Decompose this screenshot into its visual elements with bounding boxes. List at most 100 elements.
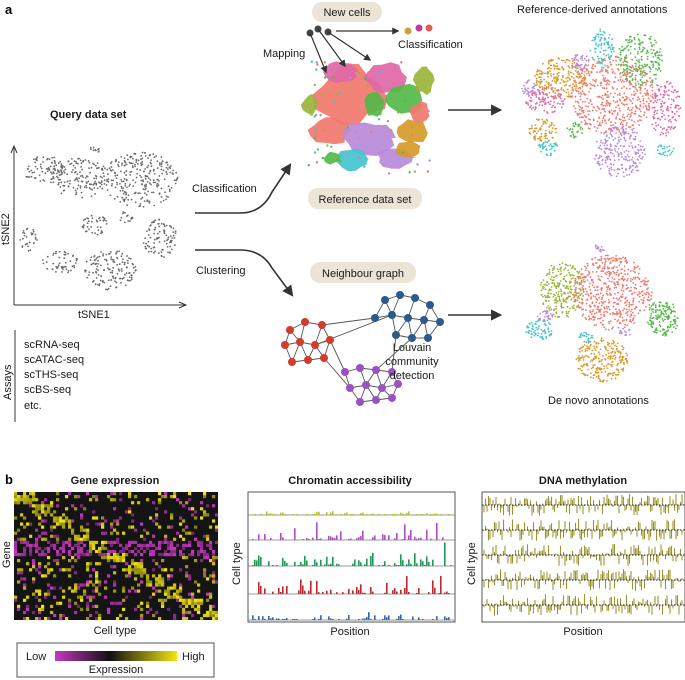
- query-cell-point: [50, 178, 53, 181]
- denovo-cell-point: [548, 296, 551, 299]
- denovo-cell-point: [598, 258, 601, 261]
- annotated-cell-point: [579, 128, 582, 130]
- annotated-cell-point: [615, 145, 618, 148]
- annotated-cell-point: [623, 175, 625, 178]
- heatmap-cell: [35, 543, 39, 547]
- annotated-cell-point: [573, 59, 576, 61]
- heatmap-cell: [35, 546, 39, 551]
- query-cell-point: [62, 266, 65, 269]
- annotated-cell-point: [653, 73, 656, 76]
- annotated-cell-point: [602, 66, 605, 69]
- denovo-cell-point: [572, 265, 574, 268]
- annotated-cell-point: [662, 133, 664, 135]
- heatmap-cell: [185, 501, 189, 505]
- query-cell-point: [147, 250, 150, 253]
- reference-cell-point: [314, 129, 317, 132]
- annotated-cell-point: [615, 106, 617, 109]
- heatmap-cell: [122, 586, 126, 590]
- heatmap-cell: [215, 525, 219, 529]
- query-cell-point: [111, 271, 114, 274]
- heatmap-cell: [50, 501, 54, 505]
- denovo-cell-point: [563, 284, 565, 287]
- query-cell-point: [79, 175, 82, 178]
- denovo-cell-point: [587, 340, 590, 342]
- heatmap-cell: [110, 525, 114, 529]
- query-cell-point: [102, 165, 105, 168]
- annotated-cell-point: [616, 151, 619, 153]
- heatmap-cell: [62, 556, 66, 560]
- annotated-cell-point: [609, 48, 612, 51]
- query-cell-point: [132, 185, 135, 188]
- query-cell-point: [147, 240, 150, 243]
- reference-cell-point: [331, 76, 334, 79]
- annotated-cell-point: [546, 111, 548, 113]
- annotated-cell-point: [586, 84, 589, 86]
- annotated-cell-point: [655, 112, 658, 115]
- denovo-cell-point: [588, 333, 590, 336]
- heatmap-cell: [86, 568, 90, 572]
- denovo-cell-point: [583, 340, 586, 343]
- annotated-cell-point: [604, 138, 606, 141]
- denovo-cell-point: [601, 324, 604, 326]
- annotated-cell-point: [658, 90, 660, 92]
- heatmap-cell: [56, 534, 60, 538]
- query-cell-point: [158, 192, 161, 195]
- annotated-cell-point: [585, 82, 588, 85]
- denovo-cell-point: [551, 282, 554, 284]
- annotated-cell-point: [544, 145, 547, 148]
- query-cell-point: [121, 162, 123, 165]
- reference-cell-point: [321, 92, 324, 96]
- query-cell-point: [134, 265, 137, 268]
- query-cell-point: [169, 165, 172, 167]
- heatmap-cell: [152, 501, 156, 505]
- denovo-cell-point: [596, 289, 599, 292]
- annotated-cell-point: [662, 96, 664, 99]
- annotated-cell-point: [565, 77, 568, 80]
- query-cell-point: [142, 179, 144, 182]
- denovo-cell-point: [607, 306, 610, 308]
- reference-cell-point: [355, 130, 358, 133]
- annotated-cell-point: [601, 108, 603, 111]
- heatmap-cell: [146, 610, 150, 615]
- denovo-cell-point: [593, 304, 596, 307]
- reference-cluster-blob: [300, 93, 319, 117]
- annotated-cell-point: [530, 99, 533, 102]
- track-peak: [432, 514, 434, 515]
- heatmap-cell: [158, 598, 162, 602]
- query-cell-point: [126, 204, 128, 207]
- query-cell-point: [158, 236, 161, 239]
- denovo-cell-point: [597, 293, 600, 296]
- heatmap-cell: [20, 568, 24, 572]
- heatmap-cell: [32, 562, 36, 566]
- annotated-cell-point: [579, 68, 582, 71]
- query-cell-point: [79, 187, 82, 189]
- denovo-cell-point: [606, 257, 609, 260]
- track-peak: [266, 511, 268, 515]
- denovo-cell-point: [595, 301, 598, 304]
- annotated-cell-point: [583, 92, 585, 95]
- denovo-cell-point: [552, 293, 555, 296]
- annotated-cell-point: [537, 130, 540, 133]
- heatmap-cell: [47, 507, 51, 511]
- denovo-cell-point: [637, 272, 640, 275]
- query-cell-point: [139, 174, 141, 177]
- annotated-cell-point: [565, 84, 568, 86]
- query-cell-point: [53, 159, 56, 162]
- denovo-cell-point: [540, 328, 543, 331]
- denovo-cell-point: [600, 289, 603, 292]
- annotated-cell-point: [575, 55, 577, 58]
- query-cell-point: [96, 226, 99, 228]
- denovo-cell-point: [629, 278, 632, 280]
- annotated-cell-point: [668, 98, 670, 100]
- annotated-cell-point: [634, 82, 637, 85]
- denovo-cell-point: [598, 302, 601, 305]
- denovo-cell-point: [595, 376, 598, 378]
- track-peak: [394, 513, 396, 515]
- annotated-cell-point: [608, 80, 611, 83]
- denovo-cell-point: [558, 283, 561, 286]
- annotated-cell-point: [575, 67, 578, 69]
- denovo-cell-point: [539, 336, 542, 338]
- heatmap-cell: [62, 595, 66, 599]
- annotated-cell-point: [562, 89, 565, 91]
- query-cell-point: [149, 170, 152, 173]
